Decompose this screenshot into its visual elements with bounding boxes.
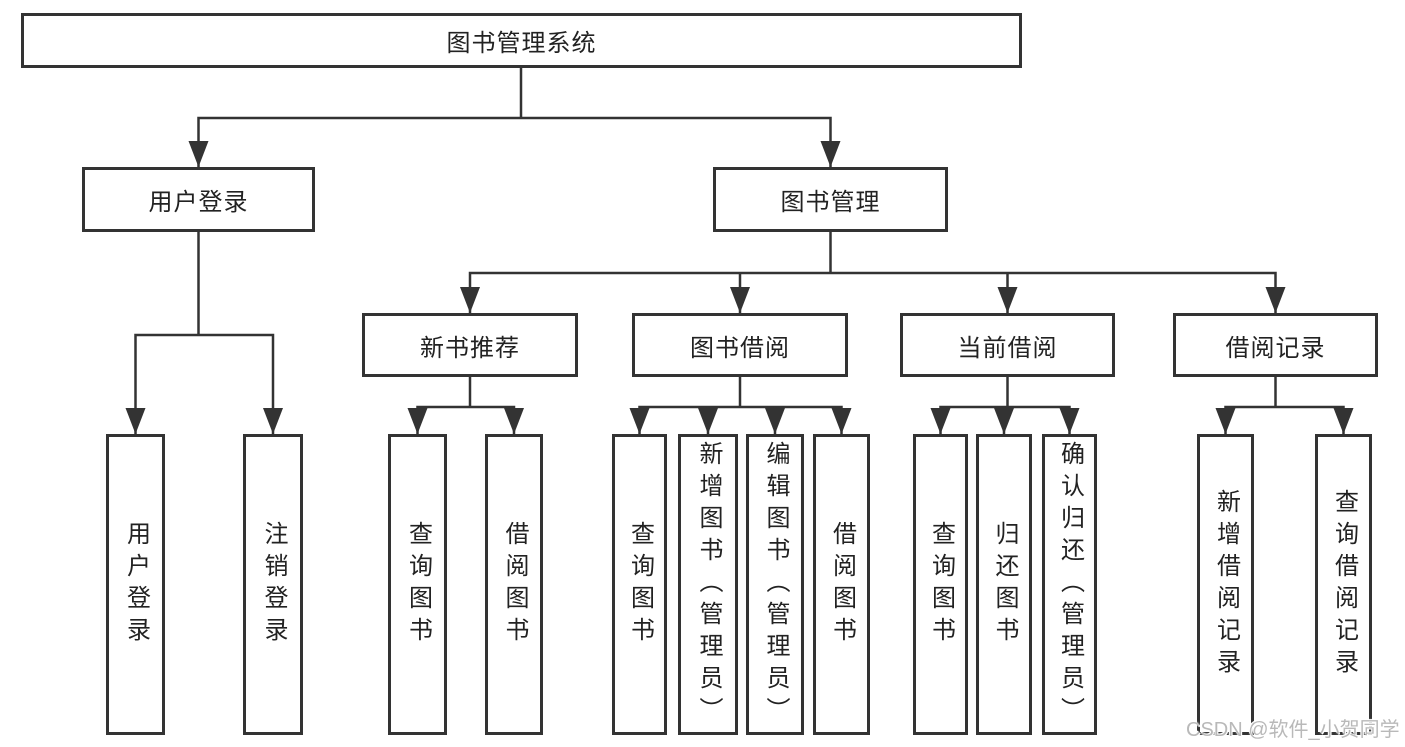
leaf-current-confirm-return-admin-label: 确认归还（管理员） <box>1056 440 1084 729</box>
leaf-records-search-record: 查询借阅记录 <box>1315 434 1372 735</box>
leaf-newrec-search-books-label: 查询图书 <box>404 520 432 649</box>
leaf-newrec-borrow-books-label: 借阅图书 <box>501 520 528 649</box>
leaf-current-return-books: 归还图书 <box>976 434 1032 735</box>
leaf-logout-label: 注销登录 <box>260 520 287 649</box>
node-borrow-records: 借阅记录 <box>1173 313 1378 377</box>
leaf-current-search-books: 查询图书 <box>913 434 968 735</box>
leaf-records-search-record-label: 查询借阅记录 <box>1330 488 1358 681</box>
node-book-borrow: 图书借阅 <box>632 313 848 377</box>
node-book-management: 图书管理 <box>713 167 948 232</box>
leaf-user-login: 用户登录 <box>106 434 165 735</box>
node-current-borrow-label: 当前借阅 <box>957 334 1058 362</box>
leaf-borrow-add-books-admin: 新增图书（管理员） <box>678 434 738 735</box>
node-user-login: 用户登录 <box>82 167 315 232</box>
leaf-newrec-borrow-books: 借阅图书 <box>485 434 543 735</box>
leaf-current-return-books-label: 归还图书 <box>991 520 1018 649</box>
leaf-current-confirm-return-admin: 确认归还（管理员） <box>1042 434 1097 735</box>
leaf-user-login-label: 用户登录 <box>122 520 150 649</box>
leaf-borrow-search-books-label: 查询图书 <box>626 520 654 649</box>
leaf-newrec-search-books: 查询图书 <box>388 434 447 735</box>
leaf-borrow-edit-books-admin: 编辑图书（管理员） <box>746 434 804 735</box>
watermark: CSDN @软件_小贺同学 <box>1186 719 1400 741</box>
node-new-book-recommend: 新书推荐 <box>362 313 578 377</box>
node-book-borrow-label: 图书借阅 <box>690 334 790 362</box>
node-root-label: 图书管理系统 <box>446 30 597 57</box>
leaf-borrow-borrow-books: 借阅图书 <box>813 434 870 735</box>
node-new-book-recommend-label: 新书推荐 <box>420 334 520 362</box>
node-root: 图书管理系统 <box>21 13 1022 68</box>
node-current-borrow: 当前借阅 <box>900 313 1115 377</box>
leaf-borrow-add-books-admin-label: 新增图书（管理员） <box>695 440 722 729</box>
leaf-borrow-search-books: 查询图书 <box>612 434 667 735</box>
leaf-records-add-record-label: 新增借阅记录 <box>1212 488 1240 681</box>
leaf-logout: 注销登录 <box>243 434 303 735</box>
node-book-management-label: 图书管理 <box>780 189 881 216</box>
node-user-login-label: 用户登录 <box>148 189 249 216</box>
leaf-borrow-borrow-books-label: 借阅图书 <box>828 520 856 649</box>
leaf-current-search-books-label: 查询图书 <box>927 520 955 649</box>
leaf-records-add-record: 新增借阅记录 <box>1197 434 1254 735</box>
node-borrow-records-label: 借阅记录 <box>1225 334 1326 362</box>
leaf-borrow-edit-books-admin-label: 编辑图书（管理员） <box>762 440 789 729</box>
